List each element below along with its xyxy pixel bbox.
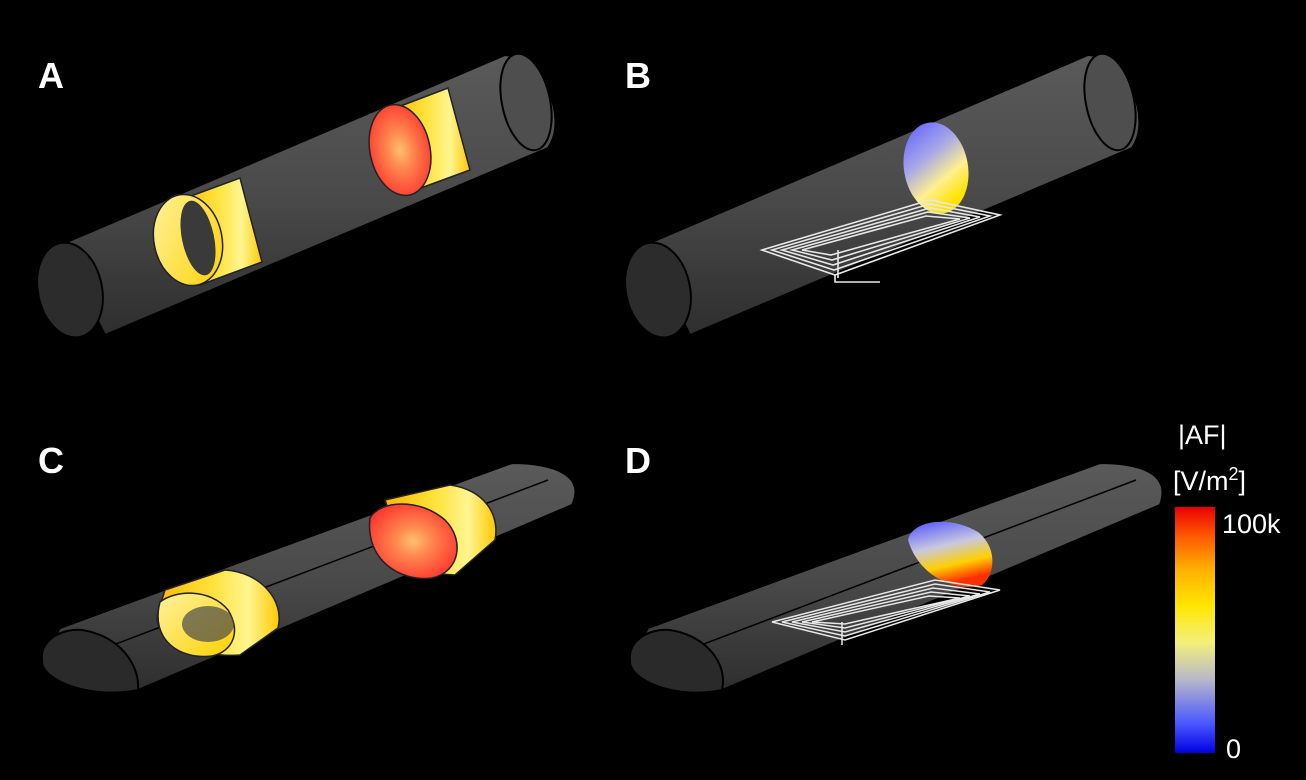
panel-b: B [624, 52, 1141, 339]
panel-label-c: C [38, 440, 64, 481]
panel-d: D [625, 440, 1164, 694]
panel-label-d: D [625, 440, 651, 481]
colorbar: |AF| [V/m2] 100k 0 [1173, 420, 1281, 764]
field-distribution-b [903, 122, 969, 214]
field-distribution-d [908, 521, 993, 587]
colorbar-min-label: 0 [1226, 734, 1241, 764]
planar-coil-b [759, 199, 1003, 283]
ring-coil-left-c [156, 569, 280, 658]
panel-label-b: B [625, 55, 651, 96]
ring-coil-left-a [152, 177, 263, 287]
colorbar-title-line2: [V/m2] [1173, 464, 1246, 496]
ring-coil-right-a [368, 87, 471, 197]
cylinder-a [36, 52, 557, 339]
colorbar-gradient [1175, 507, 1215, 753]
panel-c: C [38, 440, 577, 694]
ring-coil-right-c [368, 484, 497, 580]
elliptical-tube-c [40, 461, 577, 694]
planar-coil-d [771, 579, 1001, 645]
panel-label-a: A [38, 55, 64, 96]
elliptical-tube-d [628, 461, 1164, 694]
colorbar-title-line1: |AF| [1178, 420, 1227, 450]
cylinder-b [624, 52, 1141, 339]
colorbar-max-label: 100k [1222, 509, 1281, 539]
panel-a: A [36, 52, 557, 339]
